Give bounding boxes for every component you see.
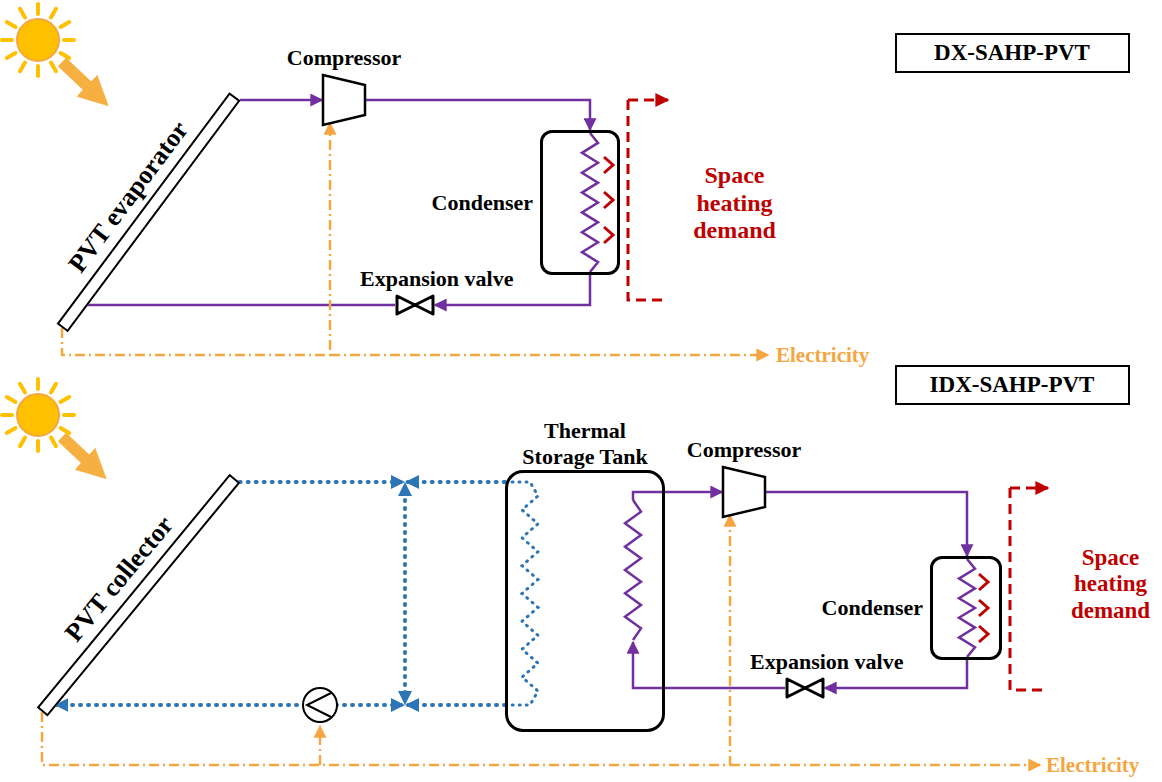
sun-arrow bbox=[62, 437, 98, 471]
electricity-line bbox=[330, 354, 768, 357]
sun-ray bbox=[51, 438, 56, 447]
sun-ray bbox=[61, 22, 70, 27]
sun-ray bbox=[20, 63, 25, 72]
valve-shape bbox=[395, 294, 435, 316]
pump-power-line bbox=[319, 726, 322, 765]
pvt-panel: PVT collector bbox=[37, 474, 241, 717]
water-pipe bbox=[56, 703, 505, 707]
compressor-shape bbox=[322, 74, 366, 126]
sun-ray bbox=[2, 38, 12, 42]
condenser-box: Condenser bbox=[540, 130, 620, 275]
sun-ray bbox=[7, 22, 16, 27]
refrigerant-line bbox=[366, 100, 590, 130]
compressor-shape bbox=[722, 466, 766, 518]
refrigerant-line bbox=[633, 492, 722, 500]
sun-ray bbox=[20, 384, 25, 393]
demand-label: Space heating demand bbox=[672, 162, 797, 245]
node-label: Expansion valve bbox=[360, 266, 513, 291]
storage-tank: Thermal Storage Tank bbox=[505, 470, 665, 732]
node-label: DX-SAHP-PVT bbox=[934, 40, 1090, 65]
sun-ray bbox=[36, 4, 40, 14]
heat-chevron bbox=[979, 574, 988, 590]
expansion-valve-symbol: Expansion valve bbox=[785, 677, 825, 699]
sun-ray bbox=[7, 397, 16, 402]
heat-chevron bbox=[604, 227, 613, 243]
pvt-panel: PVT evaporator bbox=[56, 92, 240, 332]
heat-chevron bbox=[979, 626, 988, 642]
sun-ray bbox=[61, 397, 70, 402]
compressor-symbol: Compressor bbox=[322, 74, 366, 126]
electricity-line bbox=[730, 764, 1040, 767]
compressor-outline bbox=[723, 467, 765, 517]
demand-label: Space heating demand bbox=[1064, 545, 1157, 624]
sun-ray bbox=[61, 428, 70, 433]
valve-shape bbox=[785, 677, 825, 699]
sun-ray bbox=[7, 428, 16, 433]
sun-ray bbox=[51, 63, 56, 72]
valve-outline bbox=[787, 679, 823, 697]
pump-symbol bbox=[303, 688, 337, 722]
node-label: Compressor bbox=[687, 437, 801, 462]
node-label: IDX-SAHP-PVT bbox=[930, 372, 1095, 397]
sun-ray bbox=[36, 379, 40, 389]
refrigerant-line bbox=[87, 304, 395, 307]
heat-arrow bbox=[1010, 487, 1048, 490]
three-way-valve bbox=[391, 691, 419, 712]
heat-arrow bbox=[628, 99, 668, 102]
node-label: Compressor bbox=[287, 45, 401, 70]
sun-arrow bbox=[62, 62, 100, 98]
sun-ray bbox=[64, 38, 74, 42]
heat-chevron bbox=[604, 157, 613, 173]
compressor-outline bbox=[323, 75, 365, 125]
node-label: Condenser bbox=[822, 595, 923, 620]
sun-ray bbox=[51, 384, 56, 393]
electricity-label: Electricity bbox=[776, 343, 869, 367]
heat-bracket bbox=[628, 100, 662, 300]
electricity-label: Electricity bbox=[1046, 753, 1139, 777]
sun-ray bbox=[20, 9, 25, 18]
pump-symbol bbox=[307, 693, 331, 717]
evaporator-coil bbox=[625, 500, 641, 640]
sun-ray bbox=[51, 9, 56, 18]
expansion-valve-symbol: Expansion valve bbox=[395, 294, 435, 316]
sun-ray bbox=[36, 441, 40, 451]
three-way-valve bbox=[391, 475, 419, 496]
sun bbox=[17, 19, 59, 61]
condenser-coil bbox=[959, 559, 975, 657]
sun bbox=[17, 394, 59, 436]
heat-chevron bbox=[979, 600, 988, 616]
storage-coil bbox=[505, 482, 538, 705]
sun-ray bbox=[36, 66, 40, 76]
bypass-pipe bbox=[403, 492, 407, 695]
node-label: PVT evaporator bbox=[62, 116, 194, 279]
condenser-coil bbox=[582, 133, 598, 272]
node-label: Thermal Storage Tank bbox=[510, 418, 660, 469]
heat-chevron bbox=[604, 192, 613, 208]
system-title-box: DX-SAHP-PVT bbox=[895, 33, 1130, 73]
node-label: PVT collector bbox=[59, 510, 180, 647]
node-label: Expansion valve bbox=[750, 649, 903, 674]
valve-outline bbox=[397, 296, 433, 314]
system-title-box: IDX-SAHP-PVT bbox=[895, 365, 1130, 405]
sun-ray bbox=[20, 438, 25, 447]
sun-ray bbox=[2, 413, 12, 417]
heat-bracket bbox=[1010, 488, 1042, 690]
sun-ray bbox=[7, 53, 16, 58]
sun-ray bbox=[61, 53, 70, 58]
refrigerant-line bbox=[766, 492, 967, 556]
node-label: Condenser bbox=[432, 190, 533, 215]
sun-ray bbox=[64, 413, 74, 417]
condenser-box: Condenser bbox=[930, 556, 1002, 660]
water-pipe bbox=[240, 480, 505, 484]
refrigerant-line bbox=[240, 99, 322, 102]
static-lines bbox=[2, 4, 1048, 765]
compressor-symbol: Compressor bbox=[722, 466, 766, 518]
